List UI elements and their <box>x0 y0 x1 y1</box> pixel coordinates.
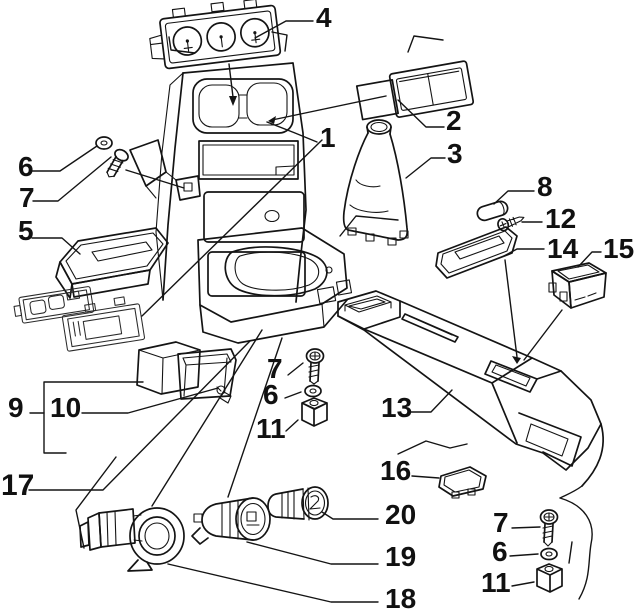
callout-leader-line <box>28 340 251 491</box>
callout-nut-bottom-right: 6 <box>492 536 539 567</box>
callout-number: 3 <box>447 138 463 169</box>
diagram-connector-lines <box>43 31 593 600</box>
trim-plate-drawing <box>435 226 518 279</box>
callout-leader-line <box>287 362 304 376</box>
callout-screw-middle: 7 <box>267 353 304 384</box>
front-console-section-drawing <box>197 227 353 344</box>
callout-number: 12 <box>545 203 576 234</box>
callout-number: 6 <box>263 379 279 410</box>
callout-center-dash-console: 1 <box>266 121 336 153</box>
heater-control-panel-drawing <box>149 0 282 70</box>
callout-number: 11 <box>481 567 511 598</box>
callout-number: 2 <box>446 105 462 136</box>
callout-leader-line <box>577 251 602 268</box>
callout-leader-line <box>246 541 379 565</box>
cover-lid-drawing <box>438 466 487 499</box>
callout-leader-line <box>411 475 440 479</box>
callout-leader-line <box>511 526 541 529</box>
callout-number: 17 <box>1 469 34 502</box>
switch-housing-drawing <box>548 262 607 309</box>
callout-leader-line <box>254 20 314 39</box>
callout-leader-line <box>409 389 453 413</box>
callout-leader-line <box>167 563 379 603</box>
storage-pocket-drawing <box>355 60 475 121</box>
callout-cover-lid: 16 <box>380 455 440 486</box>
blank-panel-ghost-drawing <box>61 296 146 352</box>
callout-storage-pocket: 2 <box>397 99 462 136</box>
callout-gear-lever-boot: 3 <box>405 138 463 179</box>
callout-screw-bottom-right: 7 <box>493 507 541 538</box>
callout-leader-line <box>405 157 446 179</box>
callout-number: 18 <box>385 583 416 609</box>
callout-number: 8 <box>537 171 553 202</box>
callout-number: 6 <box>492 536 508 567</box>
callout-leader-line <box>31 237 81 255</box>
callout-small-fastener: 12 <box>521 203 576 234</box>
callout-ashtray-assembly-group: 9 <box>8 392 45 423</box>
callout-clip-nut-middle: 11 <box>256 413 299 444</box>
callout-lighter-element: 20 <box>321 499 416 530</box>
callout-lighter-socket: 19 <box>246 541 416 572</box>
callout-leader-line <box>285 419 299 432</box>
callout-lighter-ring: 18 <box>167 563 416 609</box>
callout-trim-plate: 14 <box>503 233 579 264</box>
callout-leader-line <box>509 553 539 557</box>
callout-number: 4 <box>316 2 332 33</box>
callout-leader-line <box>284 391 302 399</box>
callout-screw-upper-left: 7 <box>19 156 112 213</box>
callout-ashtray-housing-trim: 5 <box>18 215 81 255</box>
callout-number: 19 <box>385 541 416 572</box>
callout-number: 20 <box>385 499 416 530</box>
ashtray-housing-trim-drawing <box>55 227 169 299</box>
lighter-socket-drawing <box>191 497 271 545</box>
callout-pin: 8 <box>493 171 553 205</box>
rear-floor-console-drawing <box>337 290 605 487</box>
callout-number: 7 <box>19 182 35 213</box>
switch-panel-ghost-drawing <box>13 286 95 324</box>
callout-number: 7 <box>493 507 509 538</box>
callout-leader-line <box>32 156 112 202</box>
callout-nut-middle: 6 <box>263 379 302 410</box>
callout-number: 11 <box>256 413 286 444</box>
callout-rear-floor-console: 13 <box>381 389 453 423</box>
callout-number: 9 <box>8 392 24 423</box>
callout-number: 15 <box>603 233 634 264</box>
lighter-element-drawing <box>267 486 329 521</box>
callout-number: 7 <box>267 353 283 384</box>
fastener-set-middle-drawing <box>301 348 328 427</box>
fastener-set-upper-left-drawing <box>95 136 129 178</box>
callout-heater-control-panel: 4 <box>254 2 332 39</box>
center-dash-console-drawing <box>129 62 307 303</box>
gear-lever-boot-drawing <box>342 119 409 246</box>
callout-leader-line <box>511 581 535 587</box>
callout-number: 10 <box>50 392 81 423</box>
callout-clip-nut-bottom-right: 11 <box>481 567 535 598</box>
callout-leader-line <box>493 190 535 205</box>
callout-number: 16 <box>380 455 411 486</box>
callout-leader-line <box>321 511 379 520</box>
callout-leader-line <box>266 121 318 143</box>
callout-number: 14 <box>547 233 579 264</box>
ashtray-insert-drawing <box>136 341 237 404</box>
callout-front-console-section: 17 <box>1 340 251 502</box>
callout-ashtray-insert: 10 <box>50 387 219 423</box>
callout-number: 5 <box>18 215 34 246</box>
callout-leader-line <box>503 248 545 257</box>
small-fastener-drawing <box>497 216 525 232</box>
fastener-set-bottom-right-drawing <box>536 509 563 593</box>
callout-leader-line <box>81 387 219 414</box>
callout-number: 13 <box>381 392 412 423</box>
callout-switch-housing: 15 <box>577 233 634 268</box>
callout-leader-line <box>397 99 445 128</box>
callout-nut-upper-left: 6 <box>18 145 98 182</box>
callout-number: 1 <box>320 122 336 153</box>
callout-number: 6 <box>18 151 34 182</box>
callout-leader-line <box>31 145 98 172</box>
pin-drawing <box>476 200 509 222</box>
lighter-ring-drawing <box>79 507 185 572</box>
